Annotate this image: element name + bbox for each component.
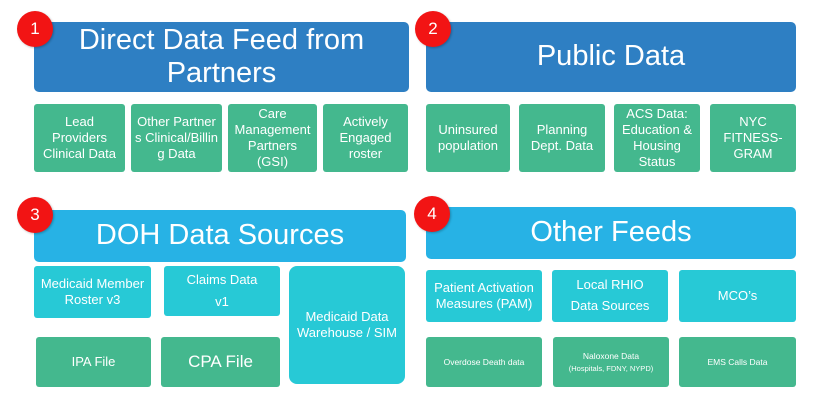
section-3-title: DOH Data Sources bbox=[95, 219, 345, 252]
section-1-item-actively-engaged: Actively Engaged roster bbox=[323, 104, 408, 172]
section-4-item-naloxone: Naloxone Data (Hospitals, FDNY, NYPD) bbox=[553, 337, 669, 387]
section-4-title: Other Feeds bbox=[530, 216, 692, 249]
section-1-item-other-partners: Other Partners Clinical/Billing Data bbox=[131, 104, 222, 172]
section-3-item-medicaid-roster: Medicaid Member Roster v3 bbox=[34, 266, 151, 318]
section-3-item-cpa-file: CPA File bbox=[161, 337, 280, 387]
section-4-item-naloxone-label: Naloxone Data bbox=[582, 350, 640, 361]
section-4-item-naloxone-sublabel: (Hospitals, FDNY, NYPD) bbox=[568, 364, 654, 374]
section-4-item-overdose-death: Overdose Death data bbox=[426, 337, 542, 387]
section-4-item-pam: Patient Activation Measures (PAM) bbox=[426, 270, 542, 322]
section-4-badge: 4 bbox=[414, 196, 450, 232]
section-2-title: Public Data bbox=[536, 40, 686, 73]
section-4-item-ems-calls: EMS Calls Data bbox=[679, 337, 796, 387]
section-2-header: Public Data bbox=[426, 22, 796, 92]
section-1-title: Direct Data Feed from Partners bbox=[78, 23, 365, 89]
section-3-item-claims-data: Claims Data v1 bbox=[164, 266, 280, 316]
section-3-header: DOH Data Sources bbox=[34, 210, 406, 262]
section-2-item-uninsured: Uninsured population bbox=[426, 104, 510, 172]
section-2-item-acs-data: ACS Data: Education & Housing Status bbox=[614, 104, 700, 172]
section-3-item-ipa-file: IPA File bbox=[36, 337, 151, 387]
section-2-badge: 2 bbox=[415, 11, 451, 47]
section-2-item-planning-dept: Planning Dept. Data bbox=[519, 104, 605, 172]
section-3-item-medicaid-warehouse: Medicaid Data Warehouse / SIM bbox=[289, 266, 405, 384]
section-1-item-lead-providers: Lead Providers Clinical Data bbox=[34, 104, 125, 172]
section-4-item-local-rhio: Local RHIO Data Sources bbox=[552, 270, 668, 322]
section-3-badge: 3 bbox=[17, 197, 53, 233]
section-2-item-nyc-fitnessgram: NYC FITNESS-GRAM bbox=[710, 104, 796, 172]
section-1-header: Direct Data Feed from Partners bbox=[34, 22, 409, 92]
section-4-item-mcos: MCO’s bbox=[679, 270, 796, 322]
section-1-item-care-management: Care Management Partners (GSI) bbox=[228, 104, 317, 172]
section-1-badge: 1 bbox=[17, 11, 53, 47]
section-4-header: Other Feeds bbox=[426, 207, 796, 259]
